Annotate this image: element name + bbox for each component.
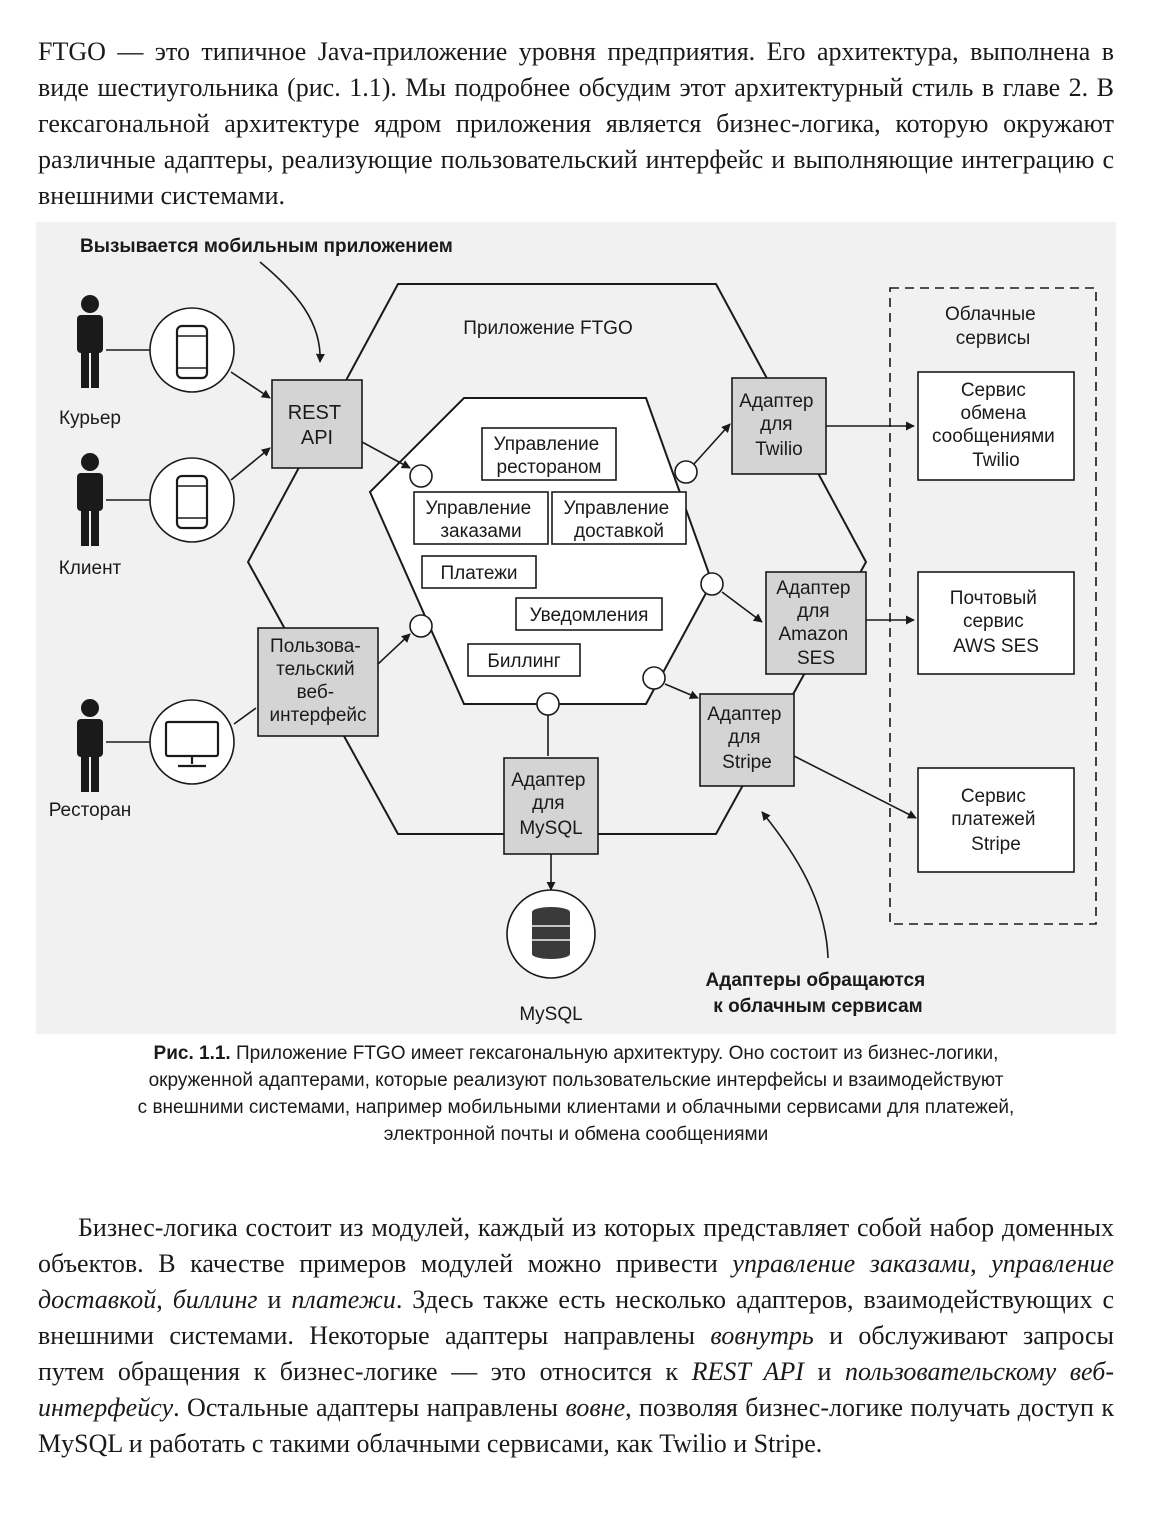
- actor-client: Клиент: [59, 558, 122, 579]
- svg-text:Управление заказами: Управление заказами: [426, 498, 537, 542]
- module-restaurant-management: Управление рестораном: [481, 427, 617, 481]
- actor-restaurant: Ресторан: [49, 800, 132, 821]
- smartphone-icon: [149, 307, 235, 393]
- twilio-adapter-label: Адаптер для Twilio: [739, 391, 819, 460]
- person-icon: [77, 453, 103, 546]
- web-ui-label: Пользова- тельский веб- интерфейс: [269, 636, 366, 726]
- outer-hexagon: [246, 283, 868, 835]
- stripe-service-label: Сервис платежей Stripe: [951, 786, 1041, 855]
- body-paragraph: Бизнес-логика состоит из модулей, каждый…: [38, 1213, 1115, 1458]
- caption-line: окруженной адаптерами, которые реализуют…: [148, 1070, 1004, 1091]
- rest-api-adapter: [271, 379, 363, 469]
- stripe-adapter: [699, 693, 795, 787]
- mysql-adapter: [503, 757, 599, 855]
- module-delivery-management: Управление доставкой: [551, 491, 687, 545]
- twilio-adapter: [731, 377, 827, 475]
- cloud-callout: Адаптеры обращаются к облачным сервисам: [706, 970, 931, 1017]
- person-icon: [77, 295, 103, 388]
- actor-courier: Курьер: [59, 408, 121, 429]
- caption-line: с внешними системами, например мобильным…: [137, 1097, 1015, 1118]
- twilio-service: [917, 371, 1075, 481]
- smartphone-icon: [149, 457, 235, 543]
- figure-caption: Рис. 1.1. Приложение FTGO имеет гексагон…: [36, 1040, 1116, 1148]
- app-title: Приложение FTGO: [463, 318, 633, 339]
- database-icon: [506, 889, 596, 979]
- port-circles: [409, 460, 724, 716]
- module-order-management: Управление заказами: [413, 491, 549, 545]
- mysql-adapter-label: Адаптер для MySQL: [511, 770, 591, 839]
- person-icon: [77, 699, 103, 792]
- stripe-adapter-label: Адаптер для Stripe: [707, 704, 787, 773]
- cloud-container: [889, 287, 1097, 925]
- mobile-callout: Вызывается мобильным приложением: [80, 236, 453, 257]
- intro-paragraph: FTGO — это типичное Java-приложение уров…: [38, 37, 1114, 210]
- svg-text:Управление доставкой: Управление доставкой: [564, 498, 675, 542]
- module-billing: Биллинг: [467, 643, 581, 677]
- svg-text:Уведомления: Уведомления: [530, 605, 649, 626]
- svg-text:Управление рестораном: Управление рестораном: [494, 434, 605, 478]
- ses-adapter-label: Адаптер для Amazon SES: [776, 578, 856, 669]
- architecture-figure: Облачные сервисы Вызывается мобильным пр…: [36, 222, 1116, 1034]
- ses-service: [917, 571, 1075, 675]
- cloud-title: Облачные сервисы: [945, 304, 1041, 349]
- caption-label: Рис. 1.1.: [153, 1043, 231, 1064]
- module-payments: Платежи: [421, 555, 537, 589]
- svg-text:Платежи: Платежи: [440, 563, 517, 584]
- caption-line: Приложение FTGO имеет гексагональную арх…: [236, 1043, 999, 1064]
- rest-api-label: REST API: [288, 402, 347, 449]
- ses-service-label: Почтовый сервис AWS SES: [950, 588, 1042, 657]
- stripe-service: [917, 767, 1075, 873]
- web-ui-adapter: [257, 627, 379, 737]
- svg-text:Биллинг: Биллинг: [487, 651, 560, 672]
- ses-adapter: [765, 571, 867, 675]
- module-notifications: Уведомления: [515, 597, 663, 631]
- monitor-icon: [149, 699, 235, 785]
- twilio-service-label: Сервис обмена сообщениями Twilio: [932, 380, 1060, 471]
- mysql-label: MySQL: [519, 1004, 582, 1025]
- caption-line: электронной почты и обмена сообщениями: [383, 1124, 769, 1145]
